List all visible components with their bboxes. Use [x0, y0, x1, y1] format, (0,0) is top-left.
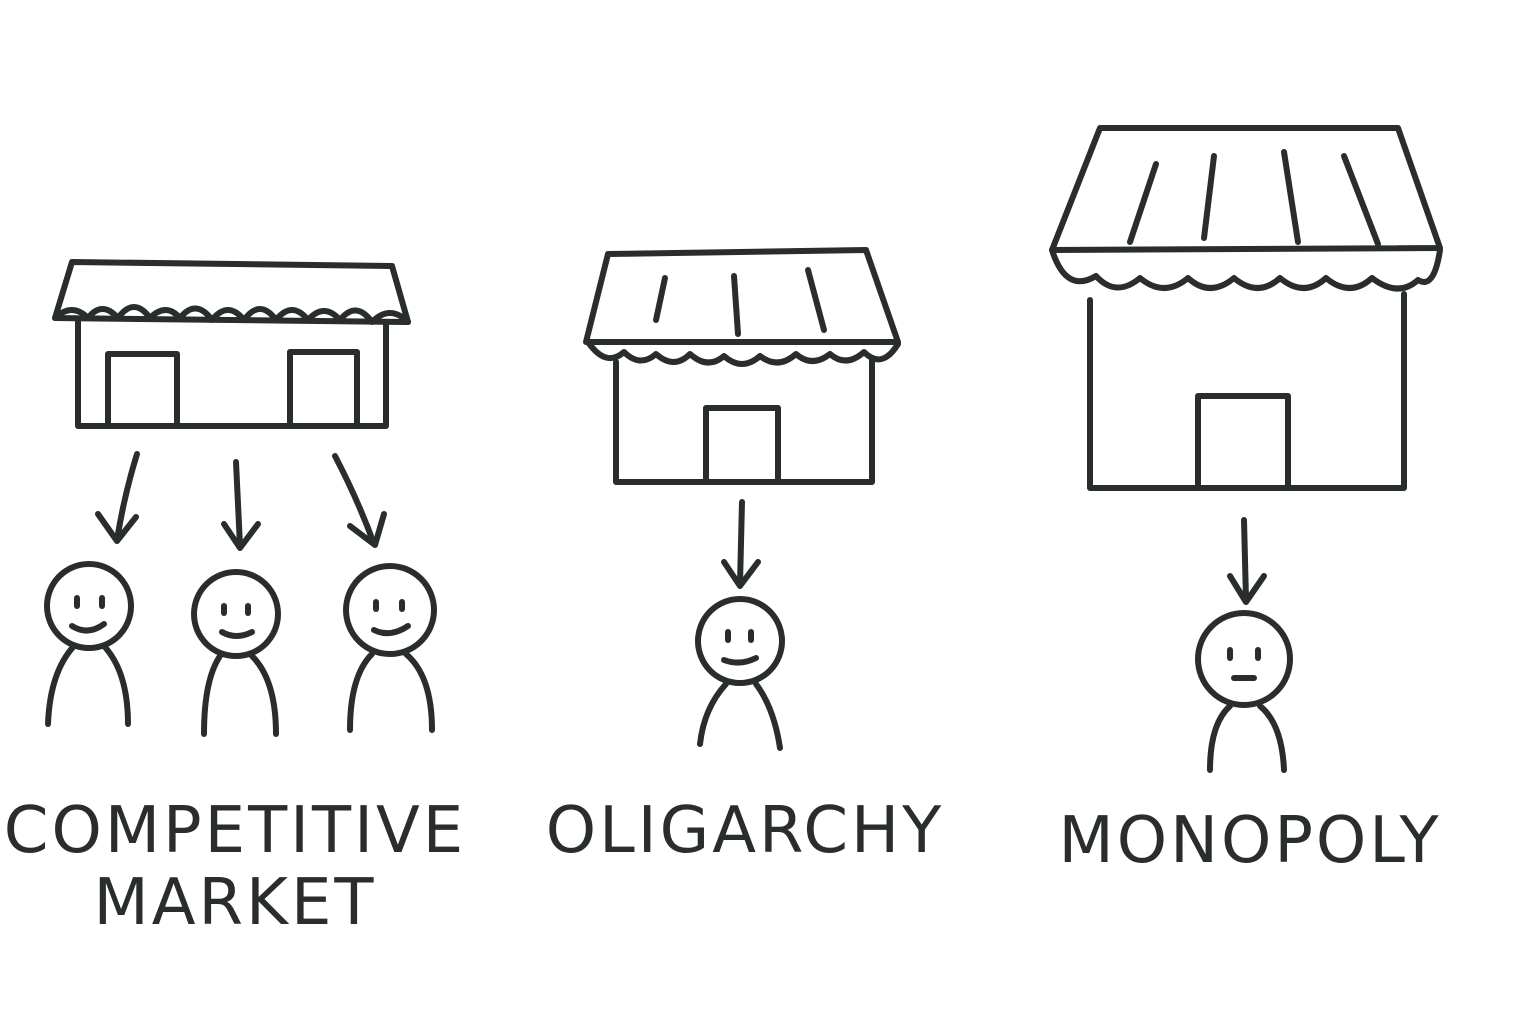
arrow-down-icon	[1241, 517, 1249, 603]
monopoly-panel	[1049, 125, 1443, 773]
monopoly-arrow	[1227, 517, 1267, 605]
competitive-store-icon	[52, 259, 411, 429]
oligarchy-arrow	[721, 499, 761, 589]
arrow-down-icon	[114, 451, 140, 543]
arrow-down-icon	[233, 459, 243, 549]
arrow-down-icon	[332, 453, 377, 547]
oligarchy-label: OLIGARCHY	[545, 794, 945, 868]
oligarchy-customer	[695, 596, 785, 751]
monopoly-customer	[1195, 610, 1293, 773]
competitive-market-panel	[44, 259, 437, 737]
oligarchy-panel	[583, 247, 901, 751]
monopoly-store-icon	[1049, 125, 1443, 491]
competitive-customer-2	[191, 569, 281, 737]
arrow-down-icon	[737, 499, 745, 587]
competitive-customer-1	[44, 561, 134, 727]
competitive-customer-3	[343, 563, 437, 733]
monopoly-label: MONOPOLY	[1058, 804, 1442, 878]
competitive-market-label: COMPETITIVE MARKET	[3, 794, 467, 940]
competitive-arrows	[95, 451, 387, 551]
oligarchy-store-icon	[583, 247, 901, 485]
